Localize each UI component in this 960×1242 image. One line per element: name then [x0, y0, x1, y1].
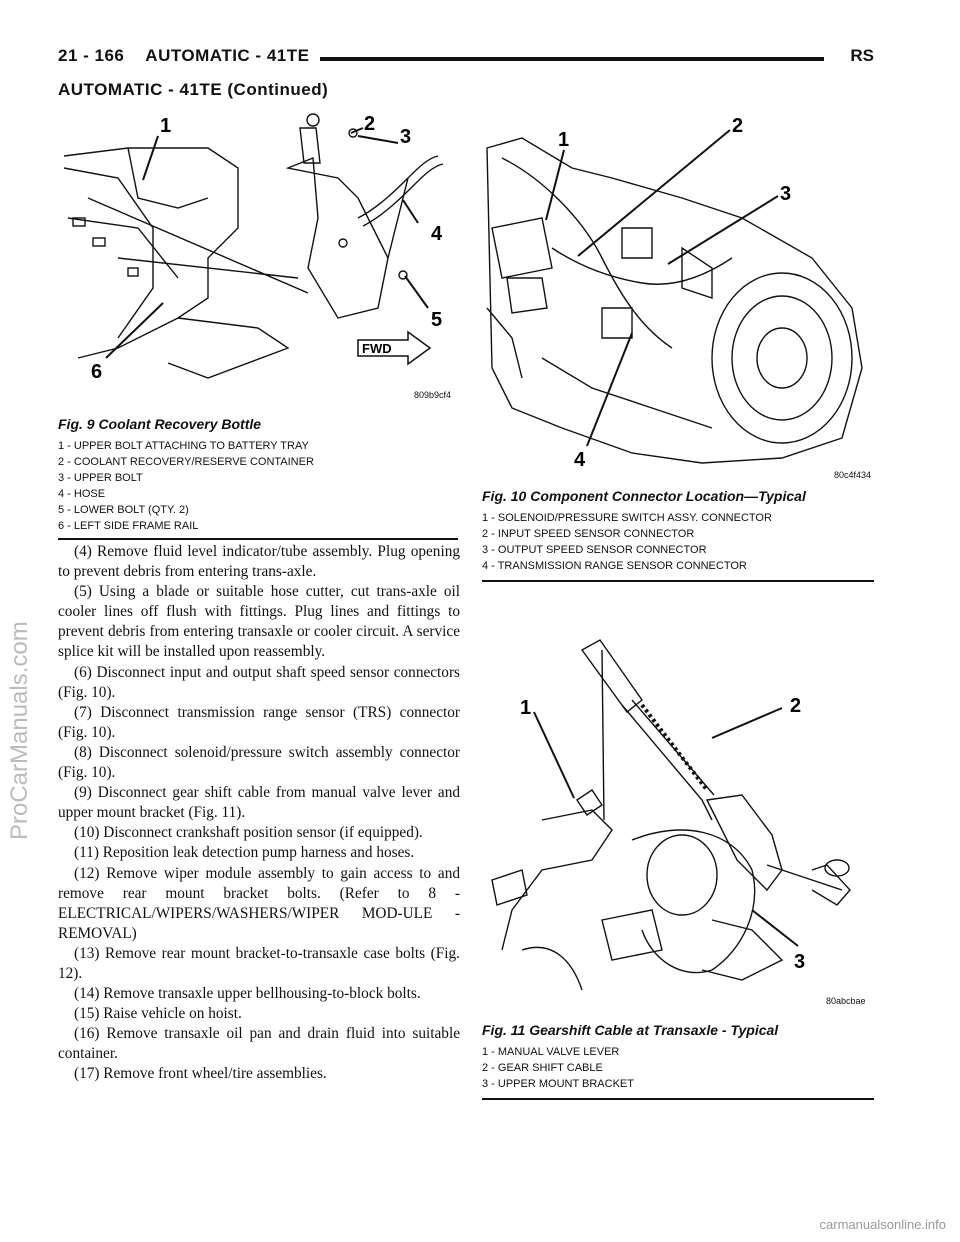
fig10-callout-2: 2 — [732, 115, 743, 137]
figure-11: 1 2 3 80abcbae Fig. 11 Gearshift Cable a… — [482, 620, 874, 1100]
figure-10: 1 2 3 4 80c4f434 Fig. 10 Component Conne… — [482, 108, 874, 582]
coolant-bottle-illustration: 1 2 3 4 5 6 FWD — [63, 113, 444, 383]
step-13: (13) Remove rear mount bracket-to-transa… — [58, 944, 460, 982]
step-12: (12) Remove wiper module assembly to gai… — [58, 864, 460, 942]
transaxle-connectors-illustration: 1 2 3 4 — [486, 115, 863, 471]
fig9-callout-5: 5 — [431, 309, 442, 331]
fig10-legend-item: 3 - OUTPUT SPEED SENSOR CONNECTOR — [482, 544, 707, 556]
fig9-callout-2: 2 — [364, 113, 375, 135]
fig11-legend-item: 3 - UPPER MOUNT BRACKET — [482, 1078, 634, 1090]
page-number-section: 21 - 166 AUTOMATIC - 41TE — [58, 46, 309, 66]
fig9-callout-6: 6 — [91, 361, 102, 383]
fig10-callout-1: 1 — [558, 129, 569, 151]
header-rule — [320, 57, 824, 61]
watermark: ProCarManuals.com — [6, 621, 33, 840]
gearshift-cable-illustration: 1 2 3 — [491, 639, 851, 991]
fig11-title: Fig. 11 Gearshift Cable at Transaxle - T… — [482, 1022, 779, 1038]
page-number: 21 - 166 — [58, 46, 125, 65]
fig10-legend-item: 2 - INPUT SPEED SENSOR CONNECTOR — [482, 528, 695, 540]
step-7: (7) Disconnect transmission range sensor… — [58, 703, 460, 741]
procedure-steps: (4) Remove fluid level indicator/tube as… — [58, 542, 460, 1085]
header-code: RS — [850, 46, 874, 65]
fig11-legend-item: 2 - GEAR SHIFT CABLE — [482, 1062, 603, 1074]
fig11-code: 80abcbae — [826, 996, 866, 1006]
fwd-arrow — [357, 330, 432, 366]
fwd-label: FWD — [362, 341, 392, 356]
step-15: (15) Raise vehicle on hoist. — [74, 1005, 242, 1023]
fig9-code: 809b9cf4 — [414, 390, 452, 400]
fig11-callout-3: 3 — [794, 951, 805, 973]
step-9: (9) Disconnect gear shift cable from man… — [58, 784, 460, 822]
fig9-callout-4: 4 — [431, 223, 443, 245]
fig9-legend: 1 - UPPER BOLT ATTACHING TO BATTERY TRAY… — [58, 438, 458, 540]
fig11-legend: 1 - MANUAL VALVE LEVER 2 - GEAR SHIFT CA… — [482, 1044, 874, 1100]
section-title: AUTOMATIC - 41TE (Continued) — [58, 80, 329, 99]
step-16: (16) Remove transaxle oil pan and drain … — [58, 1025, 460, 1063]
step-17: (17) Remove front wheel/tire assemblies. — [74, 1065, 327, 1083]
fig9-legend-item: 2 - COOLANT RECOVERY/RESERVE CONTAINER — [58, 456, 314, 468]
header-section: AUTOMATIC - 41TE — [145, 46, 310, 65]
fig11-legend-item: 1 - MANUAL VALVE LEVER — [482, 1046, 620, 1058]
step-4: (4) Remove fluid level indicator/tube as… — [58, 543, 460, 581]
fig10-title: Fig. 10 Component Connector Location—Typ… — [482, 488, 806, 504]
fig10-code: 80c4f434 — [834, 470, 872, 480]
step-11: (11) Reposition leak detection pump harn… — [74, 844, 415, 862]
fig9-title: Fig. 9 Coolant Recovery Bottle — [58, 416, 262, 432]
step-6: (6) Disconnect input and output shaft sp… — [58, 663, 460, 701]
fig9-legend-item: 5 - LOWER BOLT (QTY. 2) — [58, 504, 189, 516]
fig9-legend-item: 3 - UPPER BOLT — [58, 472, 143, 484]
step-5: (5) Using a blade or suitable hose cutte… — [58, 583, 460, 661]
page-header: 21 - 166 AUTOMATIC - 41TE RS — [58, 44, 874, 70]
fig10-legend-item: 4 - TRANSMISSION RANGE SENSOR CONNECTOR — [482, 560, 747, 572]
fig10-legend-item: 1 - SOLENOID/PRESSURE SWITCH ASSY. CONNE… — [482, 512, 772, 524]
footer-site[interactable]: carmanualsonline.info — [819, 1217, 946, 1232]
step-10: (10) Disconnect crankshaft position sens… — [74, 824, 423, 842]
fig11-callout-2: 2 — [790, 695, 801, 717]
fig9-legend-item: 1 - UPPER BOLT ATTACHING TO BATTERY TRAY — [58, 440, 309, 452]
fig10-callout-3: 3 — [780, 183, 791, 205]
fig9-callout-3: 3 — [400, 126, 411, 148]
fig10-callout-4: 4 — [574, 449, 586, 471]
fig11-callout-1: 1 — [520, 697, 531, 719]
figure-9: 1 2 3 4 5 6 FWD 809b9cf4 Fig. 9 Coolant … — [58, 108, 458, 540]
step-8: (8) Disconnect solenoid/pressure switch … — [58, 743, 460, 782]
fig9-legend-item: 4 - HOSE — [58, 488, 106, 500]
fig9-callout-1: 1 — [160, 115, 171, 137]
step-14: (14) Remove transaxle upper bellhousing-… — [74, 985, 421, 1003]
fig9-legend-item: 6 - LEFT SIDE FRAME RAIL — [58, 520, 199, 532]
fig10-legend: 1 - SOLENOID/PRESSURE SWITCH ASSY. CONNE… — [482, 510, 874, 582]
